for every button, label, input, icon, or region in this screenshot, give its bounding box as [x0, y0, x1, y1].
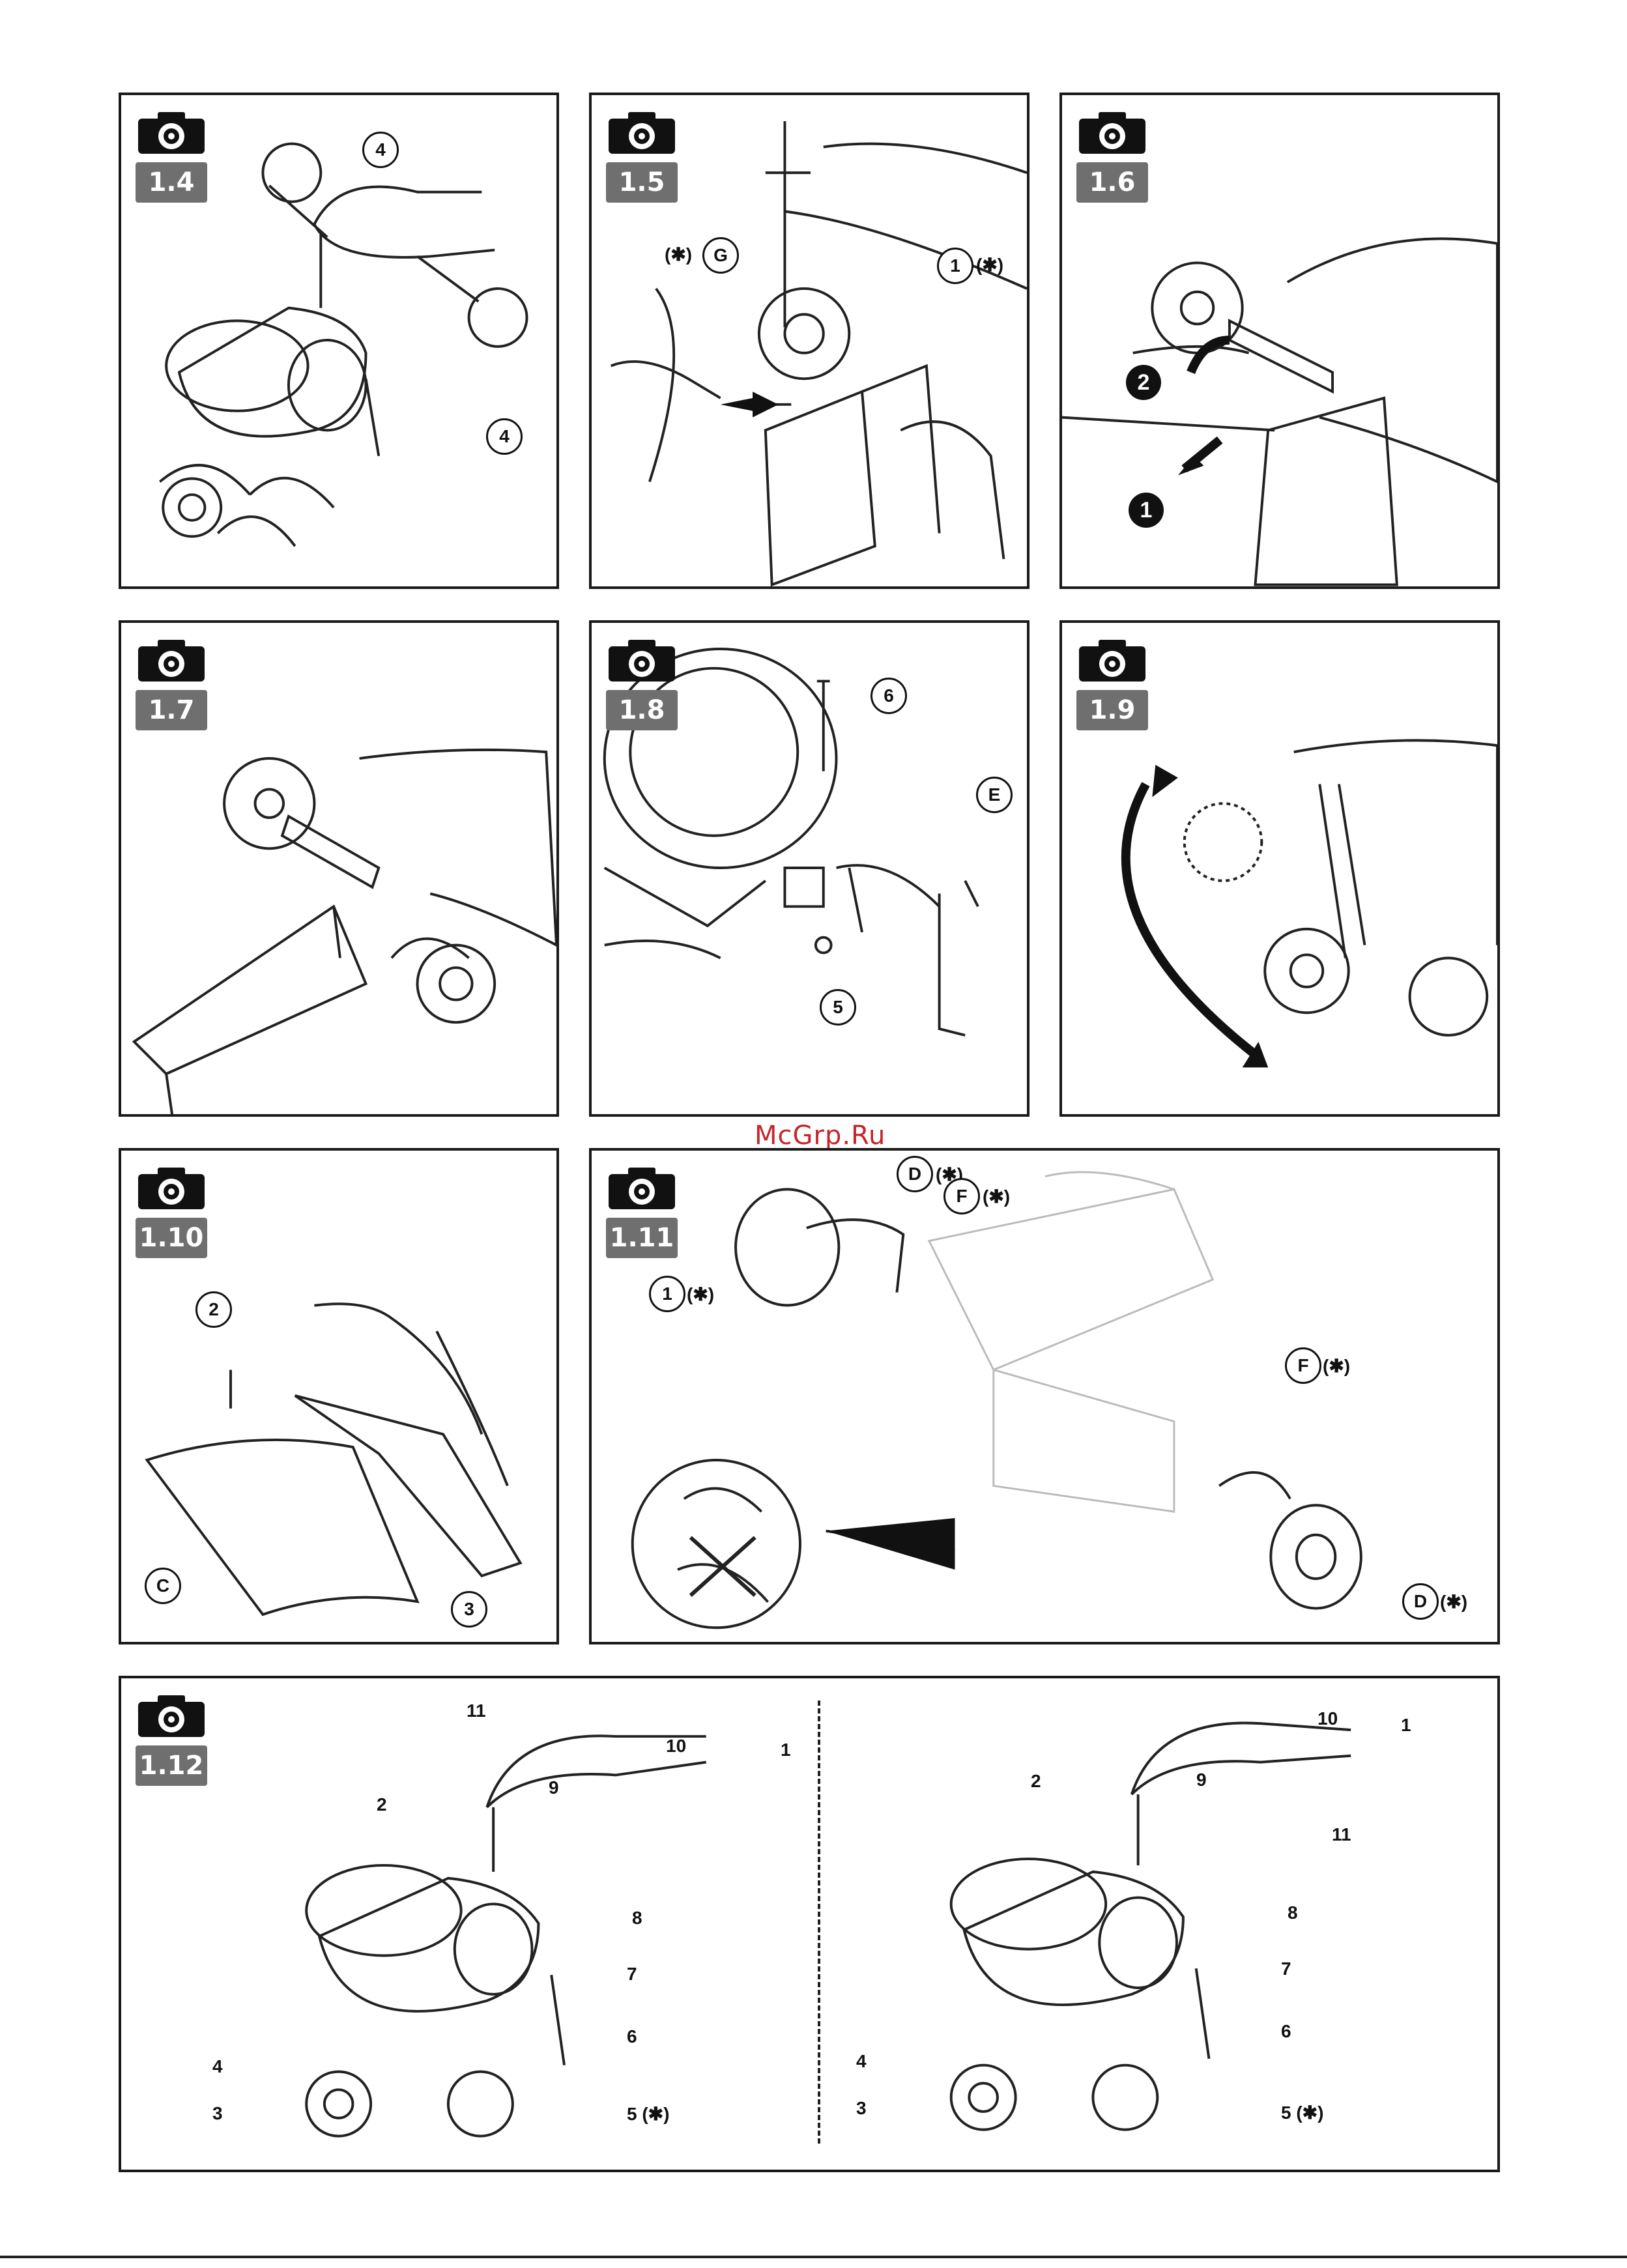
optional-marker: (✱)	[665, 244, 692, 265]
callout-label: 1	[649, 1276, 685, 1312]
part-label: 11	[1332, 1824, 1351, 1845]
part-label: 1	[1401, 1715, 1411, 1736]
page-bottom-rule	[0, 2256, 1627, 2258]
figure-number: 1.6	[1076, 162, 1148, 203]
part-label: 7	[627, 1964, 637, 1985]
optional-marker: (✱)	[1323, 1355, 1350, 1377]
part-label: 6	[627, 2026, 637, 2047]
figure-badge: 1.8	[606, 637, 678, 730]
figure-badge: 1.12	[136, 1693, 207, 1786]
callout-label: F	[943, 1178, 980, 1214]
camera-icon	[606, 637, 678, 683]
figure-number: 1.11	[606, 1218, 678, 1258]
part-label: 3	[212, 2103, 223, 2124]
camera-icon	[1076, 109, 1148, 155]
callout-label: 1	[937, 248, 973, 284]
optional-marker: (✱)	[983, 1186, 1010, 1207]
figure-badge: 1.11	[606, 1165, 678, 1258]
part-label: 2	[1031, 1771, 1041, 1792]
figure-panel-1-7: 1.7	[119, 620, 559, 1117]
figure-panel-1-10: 1.10 2 C 3	[119, 1148, 559, 1644]
part-label: 6	[1281, 2021, 1291, 2042]
optional-marker: (✱)	[1440, 1591, 1467, 1613]
figure-panel-1-5: 1.5 (✱) G 1 (✱)	[589, 93, 1029, 589]
part-label: 4	[212, 2056, 223, 2077]
callout-label: 4	[362, 132, 399, 168]
figure-number: 1.10	[136, 1218, 207, 1258]
camera-icon	[136, 109, 207, 155]
figure-badge: 1.10	[136, 1165, 207, 1258]
tine-detail-illustration	[592, 1151, 1497, 1642]
watermark-text: McGrp.Ru	[755, 1121, 885, 1151]
figure-panel-1-6: 1.6 2 1	[1059, 93, 1500, 589]
part-label: 10	[666, 1736, 686, 1757]
panel-divider	[818, 1701, 820, 2144]
part-label: 11	[467, 1701, 486, 1721]
callout-label: D	[897, 1156, 933, 1192]
callout-label: E	[976, 777, 1013, 813]
camera-icon	[136, 637, 207, 683]
figure-panel-1-11: 1.11 D (✱) F (✱) 1 (✱) F (✱) D (✱)	[589, 1148, 1500, 1644]
part-label: 8	[1288, 1902, 1298, 1923]
figure-badge: 1.7	[136, 637, 207, 730]
figure-badge: 1.9	[1076, 637, 1148, 730]
part-label: 9	[1196, 1770, 1207, 1790]
callout-label: C	[145, 1568, 181, 1604]
camera-icon	[1076, 637, 1148, 683]
figure-panel-1-8: 1.8 6 E 5	[589, 620, 1029, 1117]
camera-icon	[136, 1693, 207, 1738]
part-label: 7	[1281, 1959, 1291, 1979]
callout-label: 3	[451, 1591, 487, 1628]
callout-label: 6	[871, 678, 907, 714]
callout-label: 5	[820, 989, 856, 1026]
callout-label: G	[702, 237, 739, 274]
callout-label: 2	[195, 1291, 232, 1328]
figure-number: 1.4	[136, 162, 207, 203]
figure-badge: 1.5	[606, 109, 678, 203]
optional-marker: (✱)	[976, 254, 1003, 276]
figure-badge: 1.4	[136, 109, 207, 203]
camera-icon	[606, 109, 678, 155]
optional-marker: (✱)	[687, 1284, 714, 1305]
figure-badge: 1.6	[1076, 109, 1148, 203]
figure-number: 1.12	[136, 1745, 207, 1786]
part-label: 5 (✱)	[1281, 2102, 1323, 2123]
figure-number: 1.8	[606, 690, 678, 730]
part-label: 4	[856, 2051, 867, 2072]
camera-icon	[136, 1165, 207, 1211]
part-label: 5 (✱)	[627, 2103, 669, 2125]
callout-label: 4	[486, 418, 523, 455]
tiller-overview-illustration	[121, 1678, 1497, 2170]
part-label: 2	[377, 1794, 387, 1815]
step-marker: 1	[1129, 493, 1164, 528]
figure-panel-1-9: 1.9	[1059, 620, 1500, 1117]
figure-number: 1.9	[1076, 690, 1148, 730]
figure-number: 1.5	[606, 162, 678, 203]
part-label: 3	[856, 2098, 867, 2119]
callout-label: F	[1285, 1347, 1321, 1384]
figure-number: 1.7	[136, 690, 207, 730]
part-label: 8	[632, 1908, 642, 1929]
part-label: 1	[781, 1740, 791, 1760]
callout-label: D	[1402, 1583, 1439, 1620]
figure-panel-1-12: 1.12 11 10 1 2 9 8 7 6 4 3 5 (✱) 10 1 2 …	[119, 1676, 1500, 2172]
part-label: 9	[549, 1777, 559, 1798]
step-marker: 2	[1126, 365, 1161, 400]
figure-panel-1-4: 1.4 4 4	[119, 93, 559, 589]
part-label: 10	[1317, 1708, 1338, 1729]
camera-icon	[606, 1165, 678, 1211]
